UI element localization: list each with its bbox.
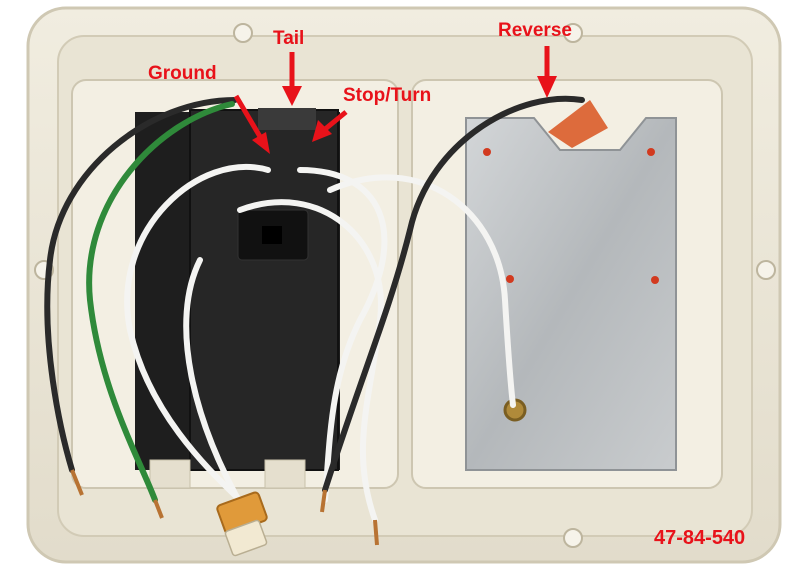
rivet — [647, 148, 655, 156]
quick-connector — [216, 491, 268, 557]
bay-tab — [149, 459, 191, 489]
socket-cover — [189, 109, 339, 471]
ground-label: Ground — [148, 63, 217, 84]
rivet — [483, 148, 491, 156]
reflector-plate — [465, 117, 677, 471]
wire-white-c — [183, 257, 253, 523]
lens-orange — [548, 100, 608, 148]
wire-white-b — [297, 167, 388, 503]
mounting-hole — [233, 23, 253, 43]
arrow-ground — [233, 94, 270, 154]
wire-tip — [373, 519, 379, 546]
wire-tip — [320, 489, 327, 513]
wire-black-reverse — [322, 95, 585, 493]
arrow-stop-turn — [312, 110, 348, 142]
socket-slot — [262, 226, 282, 244]
rivet — [506, 275, 514, 283]
wire-white-reverse — [327, 174, 516, 408]
wire-tip — [70, 469, 84, 496]
arrow-reverse — [537, 46, 557, 98]
wire-green — [86, 101, 235, 503]
wire-tip — [153, 499, 164, 519]
rivet — [651, 276, 659, 284]
stop-turn-label: Stop/Turn — [343, 85, 432, 106]
arrow-tail — [282, 52, 302, 106]
mounting-hole — [756, 260, 776, 280]
mounting-hole — [563, 528, 583, 548]
wire-black-ground — [44, 97, 238, 473]
mounting-hole — [563, 23, 583, 43]
wire-exit-slot — [258, 108, 316, 130]
reverse-label: Reverse — [498, 20, 572, 41]
part-number: 47-84-540 — [654, 527, 746, 549]
wire-white-a — [124, 163, 271, 508]
tail-label: Tail — [273, 28, 305, 49]
bay-tab — [264, 459, 306, 489]
